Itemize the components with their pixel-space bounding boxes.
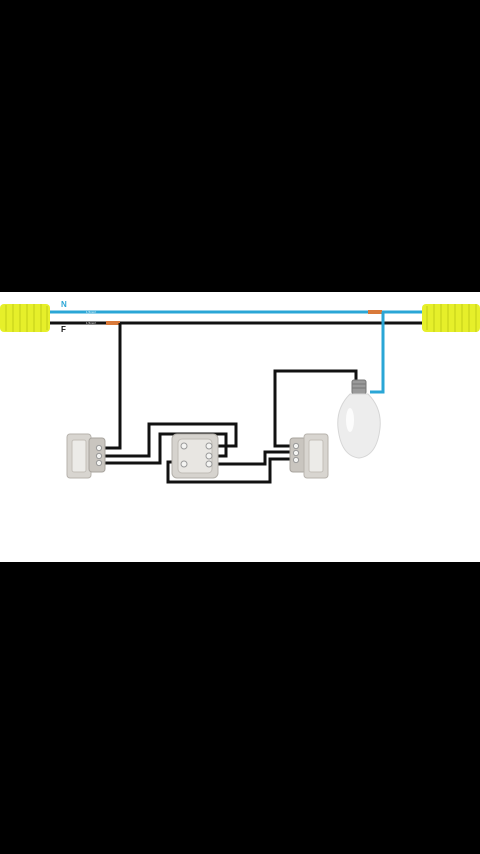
switch-icon — [66, 433, 106, 479]
phase-wire-tag: 1,5mm² — [86, 321, 96, 325]
diagram-canvas — [0, 292, 480, 562]
neutral-wire-tag: 1,5mm² — [86, 310, 96, 314]
neutral-drop-wire — [370, 312, 385, 394]
phase-drop-wire — [104, 323, 122, 450]
conduit-right — [422, 304, 480, 332]
light-bulb-icon — [337, 379, 381, 459]
splice-neutral — [368, 310, 382, 314]
traveler-right-a — [214, 450, 290, 466]
conduit-left — [0, 304, 50, 332]
phase-label: F — [61, 325, 66, 334]
neutral-label: N — [61, 300, 67, 309]
traveler-left-a — [104, 422, 238, 458]
traveler-right-b — [166, 457, 290, 484]
return-wire — [273, 369, 358, 448]
switch-icon — [289, 433, 329, 479]
splice-phase — [106, 321, 120, 325]
intermediate-switch-icon — [171, 433, 219, 479]
